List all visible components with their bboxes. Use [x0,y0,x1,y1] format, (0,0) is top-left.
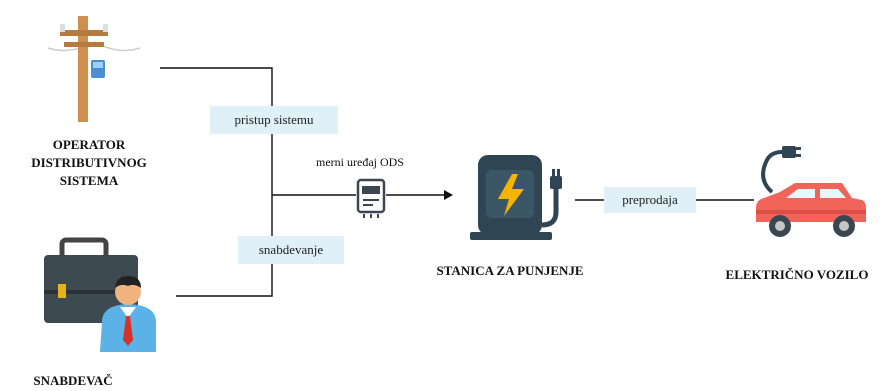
operator-label: OPERATOR DISTRIBUTIVNOG SISTEMA [31,137,147,188]
vehicle-label: ELEKTRIČNO VOZILO [725,267,869,282]
line-operator [160,67,273,297]
meter-label: merni uređaj ODS [316,155,404,169]
station-label: STANICA ZA PUNJENJE [436,263,584,278]
edge-label-supply: snabdevanje [238,236,344,264]
edge-label-system-access: pristup sistemu [210,106,338,134]
supplier-label: SNABDEVAČ [33,373,113,388]
arrowhead [444,190,453,200]
edge-label-resale: preprodaja [604,187,696,213]
